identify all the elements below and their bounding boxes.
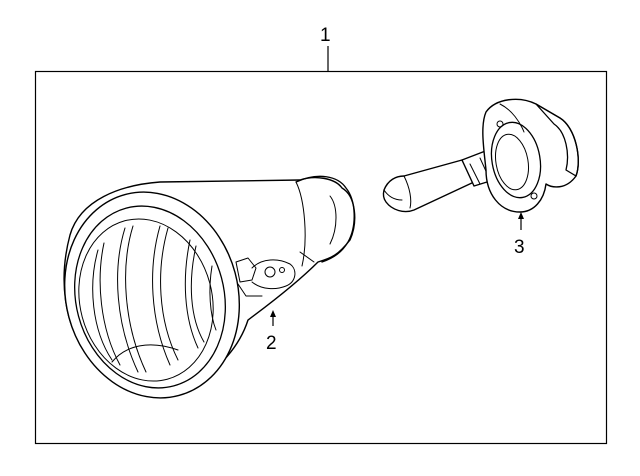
collar-step [295,181,306,267]
callout-3: 3 [514,212,525,258]
lens-flutes [92,225,217,373]
bulb-flange [482,98,579,213]
bulb-connector [535,103,579,177]
flange-ring-inner [495,133,529,191]
callout-3-arrowhead [518,212,524,219]
callout-3-label: 3 [514,237,525,258]
callout-2-label: 2 [266,333,277,354]
mounting-bracket [235,251,315,297]
callout-2-arrowhead [270,310,276,317]
lens-bezel-inner [74,205,226,389]
bulb-tip [383,189,403,201]
rear-collar [295,175,355,263]
callout-2: 2 [266,310,277,354]
bulb-glass [382,159,475,213]
fog-lamp-housing [63,175,356,399]
flange-ring [490,121,542,199]
assembly-frame [34,70,608,445]
rear-collar-inner [329,195,337,245]
callout-1-label: 1 [320,25,331,46]
fog-lamp-bulb [382,98,579,213]
bulb-glass-line [403,175,412,209]
flange-hole-1 [496,120,504,128]
flange-hole-2 [530,192,538,200]
lens-bezel [63,191,241,399]
